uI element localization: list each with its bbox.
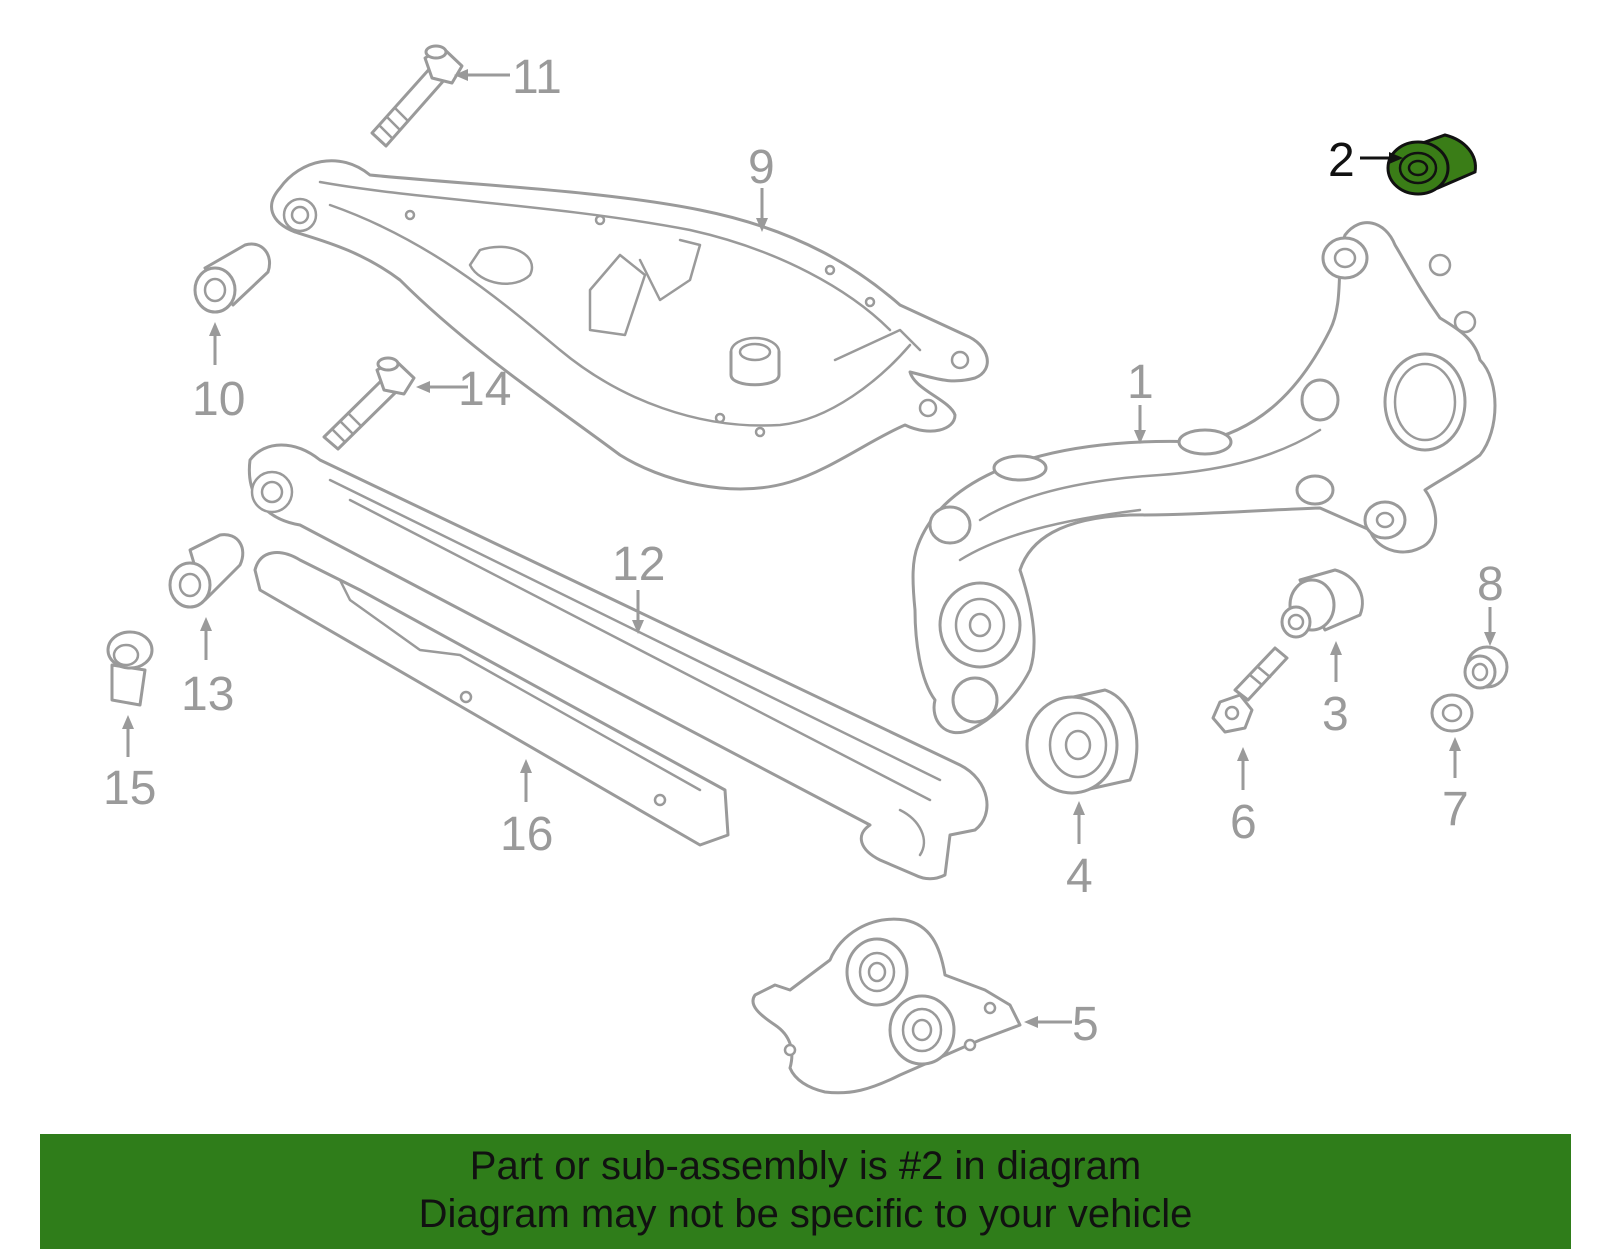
callout-6: 6 (1230, 747, 1257, 849)
callout-1-label: 1 (1127, 356, 1154, 409)
part-10-bushing (193, 242, 271, 314)
part-5-bracket (751, 917, 1022, 1095)
callout-12-label: 12 (612, 538, 665, 591)
part-16-shield (253, 551, 730, 847)
callout-10: 10 (192, 322, 245, 426)
callout-4-label: 4 (1066, 850, 1093, 903)
callout-16-label: 16 (500, 808, 553, 861)
callout-12: 12 (612, 538, 665, 634)
callout-4: 4 (1066, 801, 1093, 903)
callout-3: 3 (1322, 641, 1349, 741)
callout-16: 16 (500, 759, 553, 861)
callout-8-label: 8 (1477, 558, 1504, 611)
callout-11: 11 (454, 51, 562, 104)
callout-1: 1 (1127, 356, 1154, 444)
part-11-bolt (370, 44, 464, 148)
callout-13-label: 13 (181, 668, 234, 721)
part-14-bolt (322, 356, 416, 451)
callout-9: 9 (748, 141, 775, 232)
part-7-washer (1430, 693, 1474, 733)
callout-7-label: 7 (1442, 783, 1469, 836)
part-6-bolt (1211, 646, 1289, 734)
callout-2-label: 2 (1328, 134, 1355, 187)
callout-9-label: 9 (748, 141, 775, 194)
callout-15: 15 (103, 715, 156, 815)
callout-14-label: 14 (458, 363, 511, 416)
callout-7: 7 (1442, 737, 1469, 836)
callout-13: 13 (181, 617, 234, 721)
callout-2: 2 (1328, 134, 1403, 187)
callout-15-label: 15 (103, 762, 156, 815)
part-8-nut (1463, 645, 1509, 690)
part-3-bushing (1280, 568, 1364, 639)
callout-3-label: 3 (1322, 688, 1349, 741)
part-13-bushing (168, 533, 245, 609)
callout-6-label: 6 (1230, 796, 1257, 849)
part-4-bushing (1025, 688, 1139, 795)
banner-line-2: Diagram may not be specific to your vehi… (418, 1192, 1193, 1236)
callout-5-label: 5 (1072, 998, 1099, 1051)
banner-line-1: Part or sub-assembly is #2 in diagram (469, 1144, 1142, 1188)
part-15-clip (106, 630, 154, 707)
info-banner: Part or sub-assembly is #2 in diagram Di… (40, 1134, 1571, 1249)
callout-5: 5 (1024, 998, 1099, 1051)
part-12-lateral-link (247, 443, 989, 881)
part-1-knuckle (911, 221, 1497, 735)
part-9-control-arm (270, 159, 989, 491)
callout-8: 8 (1477, 558, 1504, 646)
parts-diagram: 11 9 10 14 12 13 15 16 1 (103, 44, 1509, 1095)
part-2-bushing-highlighted (1386, 133, 1477, 196)
callout-11-label: 11 (512, 51, 562, 104)
callout-10-label: 10 (192, 373, 245, 426)
callout-14: 14 (416, 363, 511, 416)
